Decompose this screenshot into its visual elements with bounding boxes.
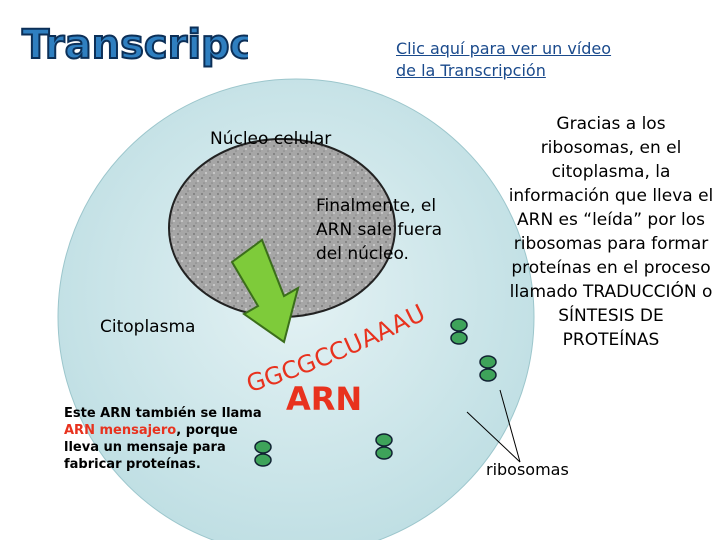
mrna-note-highlight: ARN mensajero: [64, 423, 177, 438]
video-link-line2[interactable]: de la Transcripción: [396, 61, 546, 80]
video-link-line1[interactable]: Clic aquí para ver un vídeo: [396, 39, 612, 58]
mrna-note-prefix: Este ARN también se llama: [64, 406, 262, 421]
ribosome-pointer: [466, 411, 521, 463]
page-title: Transcripción: [21, 21, 248, 69]
ribosome: [375, 433, 393, 460]
video-link[interactable]: Clic aquí para ver un vídeo de la Transc…: [396, 38, 656, 82]
ribosome: [479, 355, 497, 382]
nucleus-label: Núcleo celular: [210, 129, 332, 149]
rna-label: ARN: [286, 380, 363, 418]
ribosome: [254, 440, 272, 467]
mrna-note: Este ARN también se llama ARN mensajero,…: [64, 405, 274, 473]
export-arrow: [230, 238, 300, 344]
cytoplasm-label: Citoplasma: [100, 317, 196, 337]
release-text: Finalmente, el ARN sale fuera del núcleo…: [316, 196, 443, 264]
translation-explanation: Gracias a los ribosomas, en el citoplasm…: [508, 114, 714, 350]
ribosomes-label: ribosomas: [486, 460, 569, 479]
ribosome-pointer: [499, 389, 521, 463]
svg-text:Transcripción: Transcripción: [22, 22, 248, 68]
mrna-note-suffix: , porque lleva un mensaje para fabricar …: [64, 423, 238, 472]
ribosome: [450, 318, 468, 345]
